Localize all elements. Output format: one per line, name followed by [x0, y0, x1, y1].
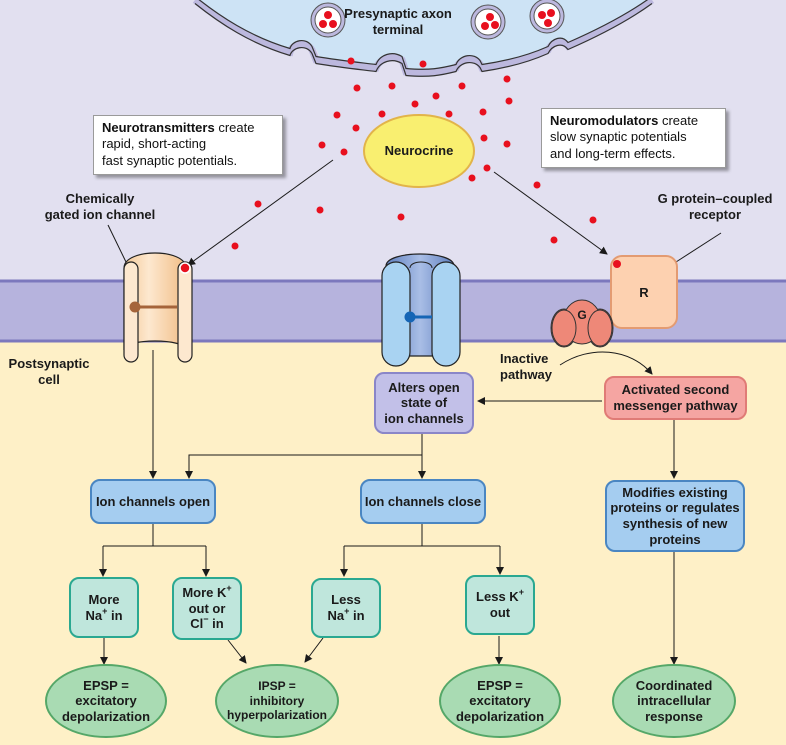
chemically-gated-ion-channel: [123, 252, 193, 363]
activated-second-messenger-box: Activated second messenger pathway: [604, 376, 747, 420]
presynaptic-terminal: [192, 0, 655, 77]
ipsp-inhibitory-outcome: IPSP = inhibitory hyperpolarization: [215, 664, 339, 738]
box-text: in: [107, 607, 123, 623]
less-na-in-box: Less Na+ in: [311, 578, 381, 638]
modifies-proteins-box: Modifies existing proteins or regulates …: [605, 480, 745, 552]
coordinated-response-outcome: Coordinated intracellular response: [612, 664, 736, 738]
callout-text: create slow synaptic potentials and long…: [550, 113, 699, 161]
alters-ion-channels-box: Alters open state of ion channels: [374, 372, 474, 434]
box-text: More Na: [85, 591, 120, 623]
flow-connectors: [99, 350, 678, 665]
postsynaptic-cell-label: Postsynaptic cell: [8, 356, 90, 387]
superscript: +: [344, 606, 350, 616]
ion-channels-close-box: Ion channels close: [360, 479, 486, 524]
neuromodulators-callout: Neuromodulators create slow synaptic pot…: [541, 108, 726, 168]
presynaptic-terminal-label: Presynaptic axon terminal: [344, 6, 452, 37]
more-na-in-box: More Na+ in: [69, 577, 139, 638]
callout-text: create rapid, short-acting fast synaptic…: [102, 120, 255, 168]
chemically-gated-label: Chemically gated ion channel: [44, 191, 156, 222]
superscript: +: [226, 583, 232, 594]
neurocrine-label: Neurocrine: [384, 143, 454, 158]
callout-term: Neuromodulators: [550, 113, 659, 128]
ion-channels-open-box: Ion channels open: [90, 479, 216, 524]
box-text: Less Na: [327, 592, 361, 623]
callout-term: Neurotransmitters: [102, 120, 215, 135]
less-k-out-box: Less K+ out: [465, 575, 535, 635]
epsp-excitatory-outcome-2: EPSP = excitatory depolarization: [439, 664, 561, 738]
neurotransmitter-molecules: [231, 75, 597, 250]
vesicle: [529, 0, 565, 34]
ion-channel: [381, 253, 461, 367]
g-protein: [550, 299, 614, 348]
superscript: +: [102, 605, 108, 616]
box-text: More K: [182, 585, 227, 601]
box-text: Cl: [190, 616, 204, 632]
g-protein-label: G: [577, 308, 587, 322]
g-protein-coupled-receptor: [610, 255, 678, 329]
gpcr-label: G protein–coupled receptor: [657, 191, 773, 222]
neurocrine-ellipse: [363, 114, 475, 188]
receptor-r-label: R: [639, 285, 649, 300]
box-text: in: [208, 616, 224, 632]
box-text: out: [489, 605, 511, 620]
vesicle: [310, 2, 346, 38]
box-text: Less K: [476, 589, 519, 605]
inactive-pathway-label: Inactive pathway: [500, 351, 553, 382]
box-text: out or: [188, 600, 226, 616]
superscript: −: [203, 614, 209, 625]
box-text: in: [349, 608, 365, 623]
superscript: +: [518, 587, 524, 598]
epsp-excitatory-outcome: EPSP = excitatory depolarization: [45, 664, 167, 738]
neurotransmitters-callout: Neurotransmitters create rapid, short-ac…: [93, 115, 283, 175]
vesicle: [470, 4, 506, 40]
